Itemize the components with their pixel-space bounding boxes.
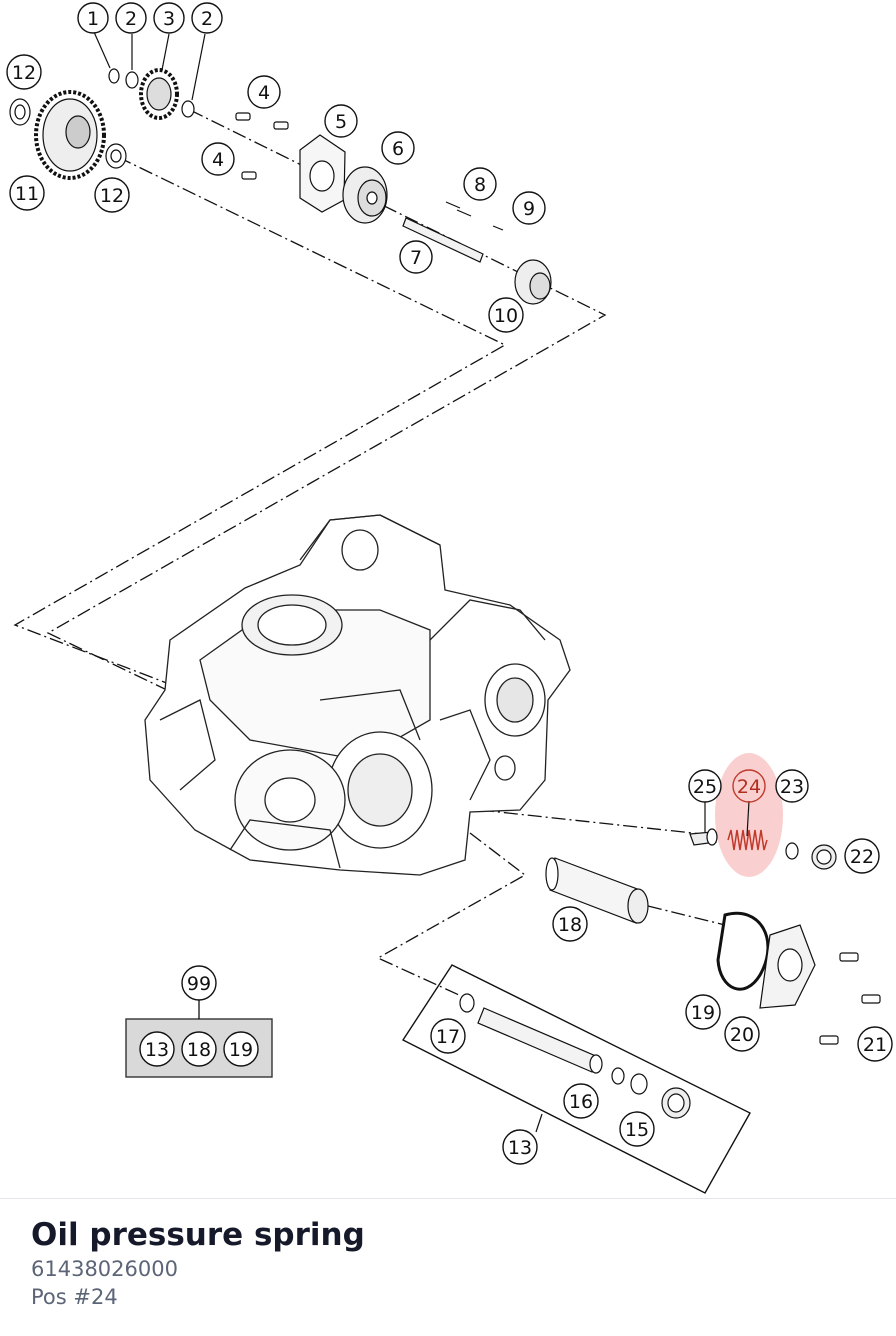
callout-24[interactable]: 24 bbox=[732, 769, 766, 803]
kit-item-19[interactable]: 19 bbox=[223, 1031, 259, 1067]
callout-label: 24 bbox=[737, 776, 761, 798]
oil-pump-drive-parts bbox=[9, 68, 552, 305]
callout-6[interactable]: 6 bbox=[381, 131, 415, 165]
callout-25[interactable]: 25 bbox=[688, 769, 722, 803]
callout-label: 6 bbox=[392, 138, 404, 160]
callout-4b[interactable]: 4 bbox=[201, 142, 235, 176]
callout-20[interactable]: 20 bbox=[724, 1016, 760, 1052]
callout-label: 22 bbox=[850, 846, 874, 868]
callout-19[interactable]: 19 bbox=[685, 994, 721, 1030]
callout-label: 11 bbox=[15, 183, 39, 205]
part-name: Oil pressure spring bbox=[31, 1217, 365, 1253]
callout-12a[interactable]: 12 bbox=[6, 54, 42, 90]
callout-label: 12 bbox=[100, 185, 124, 207]
part-number: 61438026000 bbox=[31, 1257, 178, 1281]
callout-label: 16 bbox=[569, 1091, 593, 1113]
callout-10[interactable]: 10 bbox=[488, 297, 524, 333]
callout-label: 23 bbox=[780, 776, 804, 798]
callout-16[interactable]: 16 bbox=[563, 1083, 599, 1119]
callout-17[interactable]: 17 bbox=[430, 1018, 466, 1054]
callout-8[interactable]: 8 bbox=[463, 167, 497, 201]
exploded-parts-diagram: 1 2 3 2 12 4 5 6 4 11 12 8 9 7 10 25 24 … bbox=[6, 2, 893, 1194]
spring-icon bbox=[727, 829, 768, 851]
pressure-relief-parts bbox=[689, 753, 837, 877]
callout-label: 5 bbox=[335, 111, 347, 133]
callout-2[interactable]: 2 bbox=[115, 2, 147, 34]
callout-label: 19 bbox=[691, 1002, 715, 1024]
callout-18[interactable]: 18 bbox=[552, 906, 588, 942]
oil-filter-parts bbox=[545, 857, 881, 1045]
callout-4a[interactable]: 4 bbox=[247, 75, 281, 109]
callout-label: 3 bbox=[163, 8, 175, 30]
callout-label: 21 bbox=[863, 1034, 887, 1056]
callout-3[interactable]: 3 bbox=[153, 2, 185, 34]
callout-7[interactable]: 7 bbox=[399, 240, 433, 274]
callout-label: 2 bbox=[125, 8, 137, 30]
engine-crankcase bbox=[144, 514, 571, 876]
callout-11[interactable]: 11 bbox=[9, 175, 45, 211]
kit-item-label: 13 bbox=[145, 1039, 169, 1061]
callout-9[interactable]: 9 bbox=[512, 191, 546, 225]
callout-label: 13 bbox=[508, 1137, 532, 1159]
part-info-panel: Oil pressure spring 61438026000 Pos #24 bbox=[0, 1198, 896, 1336]
kit-item-18[interactable]: 18 bbox=[181, 1031, 217, 1067]
callout-1[interactable]: 1 bbox=[77, 2, 109, 34]
callout-label: 12 bbox=[12, 62, 36, 84]
leader-lines bbox=[93, 31, 750, 1133]
callout-label: 18 bbox=[558, 914, 582, 936]
callout-label: 4 bbox=[258, 82, 270, 104]
callout-label: 10 bbox=[494, 305, 518, 327]
kit-item-label: 18 bbox=[187, 1039, 211, 1061]
callout-label: 9 bbox=[523, 198, 535, 220]
callout-label: 20 bbox=[730, 1024, 754, 1046]
callout-15[interactable]: 15 bbox=[619, 1111, 655, 1147]
callout-23[interactable]: 23 bbox=[775, 769, 809, 803]
oil-screen-kit bbox=[401, 964, 751, 1194]
callout-22[interactable]: 22 bbox=[844, 838, 880, 874]
callout-label: 7 bbox=[410, 247, 422, 269]
callout-label: 4 bbox=[212, 149, 224, 171]
callout-99[interactable]: 99 bbox=[181, 965, 217, 1001]
callout-label: 25 bbox=[693, 776, 717, 798]
callout-12b[interactable]: 12 bbox=[94, 177, 130, 213]
callout-13[interactable]: 13 bbox=[502, 1129, 538, 1165]
callout-label: 17 bbox=[436, 1026, 460, 1048]
callout-21[interactable]: 21 bbox=[857, 1026, 893, 1062]
highlight-marker bbox=[715, 753, 783, 877]
guide-lines bbox=[13, 109, 726, 1001]
callout-label: 1 bbox=[87, 8, 99, 30]
callout-label: 8 bbox=[474, 174, 486, 196]
callout-label: 2 bbox=[201, 8, 213, 30]
kit-item-label: 19 bbox=[229, 1039, 253, 1061]
kit-item-13[interactable]: 13 bbox=[139, 1031, 175, 1067]
part-position: Pos #24 bbox=[31, 1285, 118, 1309]
callout-label: 15 bbox=[625, 1119, 649, 1141]
callout-2b[interactable]: 2 bbox=[191, 2, 223, 34]
callout-5[interactable]: 5 bbox=[324, 104, 358, 138]
callout-label: 99 bbox=[187, 973, 211, 995]
